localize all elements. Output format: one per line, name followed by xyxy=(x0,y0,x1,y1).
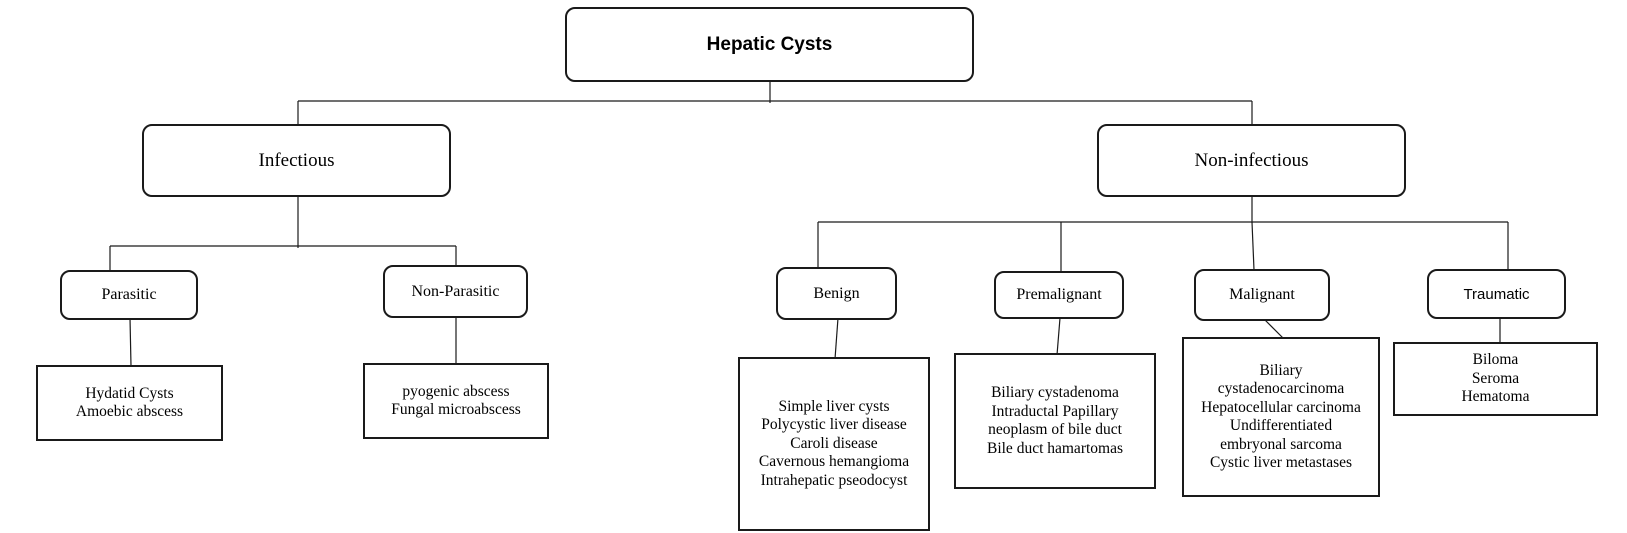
list-item: Seroma xyxy=(1471,369,1520,387)
root-label: Hepatic Cysts xyxy=(706,33,833,55)
list-item: neoplasm of bile duct xyxy=(988,421,1122,438)
list-item: Amoebic abscess xyxy=(75,403,184,420)
list-item: Biliary xyxy=(1259,361,1303,379)
traumatic-node: Traumatic xyxy=(1427,269,1566,319)
list-item: Intrahepatic pseodocyst xyxy=(760,471,908,489)
list-item: pyogenic abscess xyxy=(402,382,510,400)
parasitic-label: Parasitic xyxy=(101,286,157,303)
benign-list: Simple liver cysts Polycystic liver dise… xyxy=(738,357,930,531)
connector xyxy=(129,317,132,367)
list-item: Hematoma xyxy=(1461,388,1530,406)
list-item: Bile duct hamartomas xyxy=(986,439,1124,457)
connector xyxy=(834,317,839,360)
non-parasitic-node: Non-Parasitic xyxy=(383,265,528,318)
infectious-label: Infectious xyxy=(258,149,335,171)
list-item: Caroli disease xyxy=(790,434,878,452)
list-item: embryonal sarcoma xyxy=(1220,435,1342,453)
premalignant-list: Biliary cystadenoma Intraductal Papillar… xyxy=(954,353,1156,489)
premalignant-node: Premalignant xyxy=(994,271,1124,319)
connector xyxy=(1056,317,1061,356)
list-item: Polycystic liver disease xyxy=(761,416,907,434)
premalignant-label: Premalignant xyxy=(1016,286,1102,303)
list-item: Undifferentiated xyxy=(1229,417,1333,434)
malignant-list: Biliary cystadenocarcinoma Hepatocellula… xyxy=(1182,337,1380,497)
non-infectious-node: Non-infectious xyxy=(1097,124,1406,197)
list-item: cystadenocarcinoma xyxy=(1217,380,1345,397)
root-node: Hepatic Cysts xyxy=(565,7,974,82)
non-parasitic-label: Non-Parasitic xyxy=(411,282,500,300)
malignant-node: Malignant xyxy=(1194,269,1330,321)
traumatic-list: Biloma Seroma Hematoma xyxy=(1393,342,1598,416)
benign-label: Benign xyxy=(813,284,860,302)
list-item: Hydatid Cysts xyxy=(85,384,174,402)
list-item: Cystic liver metastases xyxy=(1209,454,1353,471)
connector xyxy=(1251,221,1255,271)
list-item: Biliary cystadenoma xyxy=(991,384,1119,401)
connector xyxy=(1264,319,1285,340)
non-parasitic-list: pyogenic abscess Fungal microabscess xyxy=(363,363,549,439)
parasitic-list: Hydatid Cysts Amoebic abscess xyxy=(36,365,223,441)
parasitic-node: Parasitic xyxy=(60,270,198,320)
list-item: Fungal microabscess xyxy=(391,401,521,418)
list-item: Simple liver cysts xyxy=(778,397,890,415)
infectious-node: Infectious xyxy=(142,124,451,197)
benign-node: Benign xyxy=(776,267,897,320)
non-infectious-label: Non-infectious xyxy=(1194,149,1309,171)
malignant-label: Malignant xyxy=(1229,286,1295,303)
list-item: Biloma xyxy=(1472,351,1519,369)
list-item: Cavernous hemangioma xyxy=(758,453,910,471)
list-item: Intraductal Papillary xyxy=(991,402,1119,420)
traumatic-label: Traumatic xyxy=(1463,285,1530,303)
list-item: Hepatocellular carcinoma xyxy=(1201,398,1361,416)
